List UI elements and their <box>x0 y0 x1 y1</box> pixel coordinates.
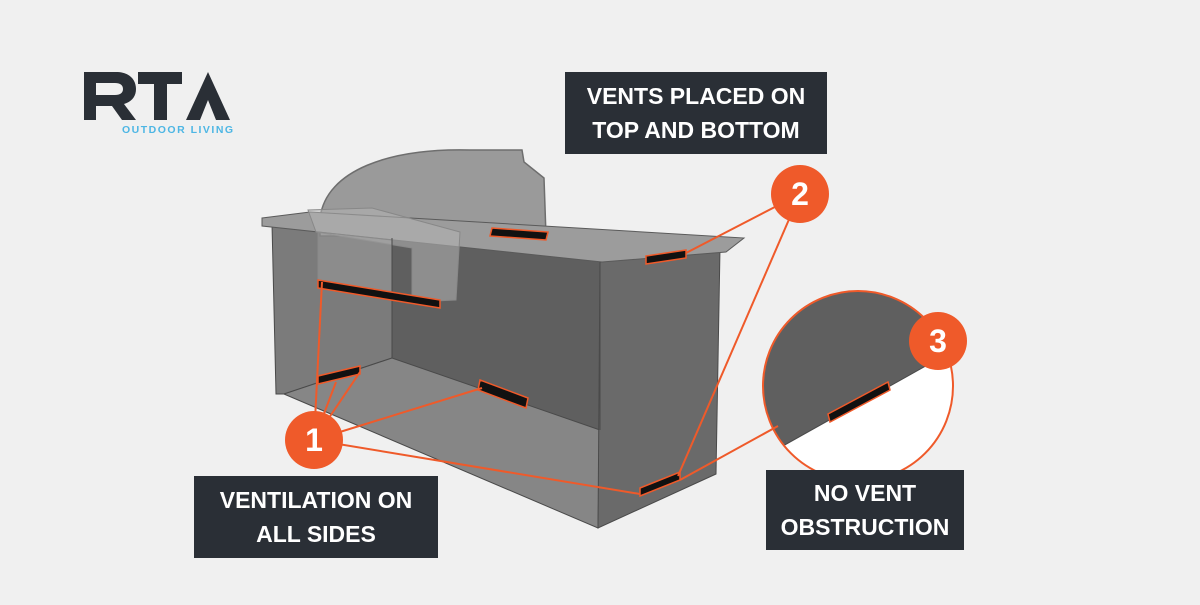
vent-slot <box>645 249 687 265</box>
callout-label-1: VENTILATION ON ALL SIDES <box>194 476 438 558</box>
vent-slot <box>317 279 441 309</box>
vent-slot <box>489 227 549 241</box>
callout-line: NO VENT <box>813 480 917 506</box>
callout-line: TOP AND BOTTOM <box>592 117 800 143</box>
vent-slot <box>477 378 529 410</box>
callout-line: VENTILATION ON <box>219 487 413 513</box>
brand-tagline: OUTDOOR LIVING <box>122 124 235 136</box>
rta-logo-icon <box>84 72 230 120</box>
callout-line: VENTS PLACED ON <box>586 83 806 109</box>
callout-label-2: VENTS PLACED ON TOP AND BOTTOM <box>565 72 827 154</box>
vent-slot <box>827 380 891 424</box>
callout-line: OBSTRUCTION <box>780 514 950 540</box>
brand-logo: OUTDOOR LIVING <box>82 70 242 140</box>
vent-slots <box>317 227 687 498</box>
callout-number-2: 2 <box>771 165 829 223</box>
callout-number-1: 1 <box>285 411 343 469</box>
vent-slot <box>317 365 361 385</box>
callout-number-3: 3 <box>909 312 967 370</box>
callout-line: ALL SIDES <box>256 521 376 547</box>
magnified-detail <box>762 290 954 482</box>
callout-label-3: NO VENT OBSTRUCTION <box>766 470 964 550</box>
